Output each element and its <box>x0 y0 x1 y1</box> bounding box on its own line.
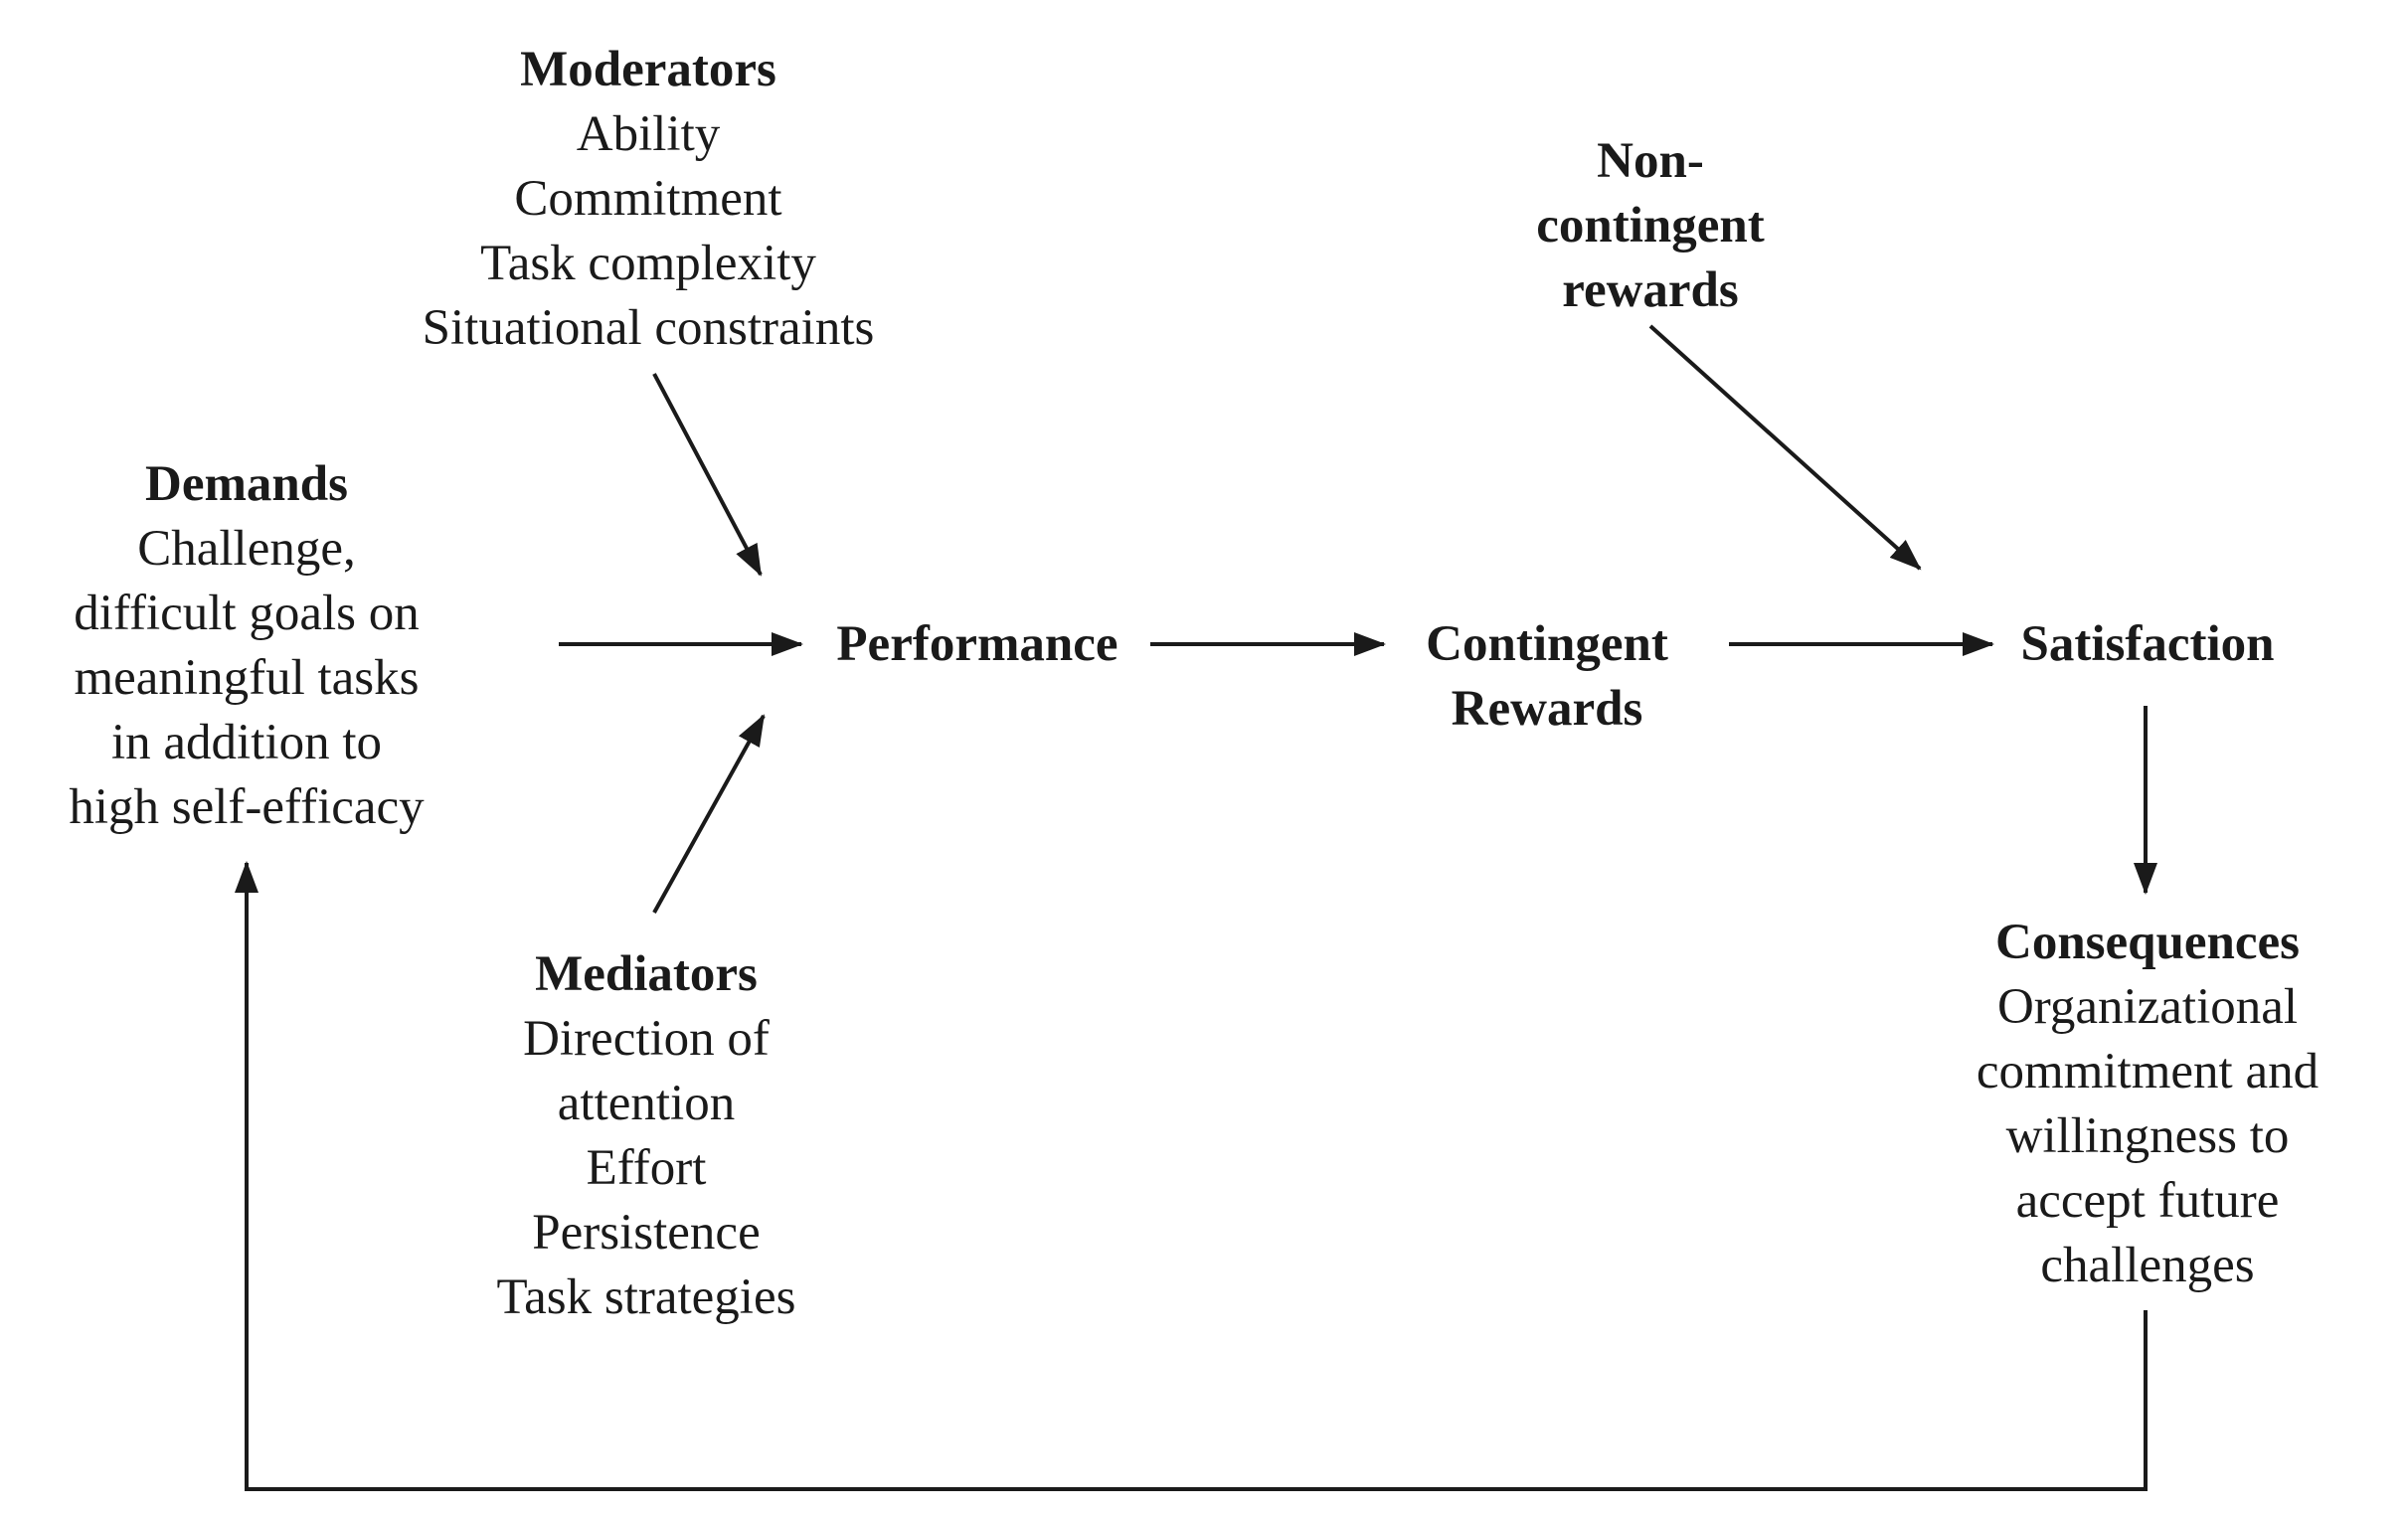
contingent-rewards-node: Contingent Rewards <box>1388 612 1706 742</box>
performance-title: Performance <box>836 616 1118 672</box>
demands-node: Demands Challenge, difficult goals on me… <box>18 452 475 840</box>
mediators-item: Persistence <box>532 1205 761 1261</box>
non-contingent-title-line: Non- <box>1597 133 1704 189</box>
mediators-item: Task strategies <box>496 1269 796 1325</box>
demands-item: high self-efficacy <box>69 779 425 835</box>
satisfaction-node: Satisfaction <box>1988 612 2307 677</box>
mediators-item: Effort <box>586 1140 707 1196</box>
consequences-node: Consequences Organizational commitment a… <box>1919 911 2376 1298</box>
moderators-item: Task complexity <box>480 236 816 291</box>
moderators-item: Commitment <box>514 171 782 227</box>
performance-node: Performance <box>813 612 1141 677</box>
non-contingent-rewards-node: Non- contingent rewards <box>1452 129 1849 323</box>
arrow-mediators-to-performance <box>652 714 766 914</box>
mediators-item: Direction of <box>523 1011 770 1067</box>
consequences-item: accept future <box>2015 1173 2280 1229</box>
demands-item: meaningful tasks <box>74 650 420 706</box>
consequences-item: Organizational <box>1996 979 2299 1035</box>
non-contingent-title-line: contingent <box>1536 198 1765 253</box>
consequences-item: challenges <box>2040 1238 2255 1293</box>
moderators-node: Moderators Ability Commitment Task compl… <box>350 38 946 361</box>
arrow-consequences-to-demands-feedback <box>235 861 2148 1491</box>
consequences-item: willingness to <box>2005 1108 2290 1164</box>
mediators-item: attention <box>557 1076 736 1131</box>
contingent-rewards-title-line: Contingent <box>1426 616 1668 672</box>
satisfaction-title: Satisfaction <box>2020 616 2275 672</box>
mediators-node: Mediators Direction of attention Effort … <box>418 942 875 1330</box>
moderators-item: Situational constraints <box>422 300 875 356</box>
demands-item: Challenge, <box>137 521 356 577</box>
demands-item: in addition to <box>111 715 382 770</box>
demands-title: Demands <box>144 456 349 512</box>
consequences-item: commitment and <box>1976 1044 2320 1099</box>
consequences-title: Consequences <box>1994 915 2301 970</box>
moderators-title: Moderators <box>520 42 776 97</box>
mediators-title: Mediators <box>535 946 758 1002</box>
arrow-non-contingent-to-satisfaction <box>1648 324 1922 571</box>
moderators-item: Ability <box>576 106 721 162</box>
demands-item: difficult goals on <box>74 586 420 641</box>
arrow-moderators-to-performance <box>652 373 763 577</box>
non-contingent-title-line: rewards <box>1562 262 1739 318</box>
contingent-rewards-title-line: Rewards <box>1451 681 1643 737</box>
